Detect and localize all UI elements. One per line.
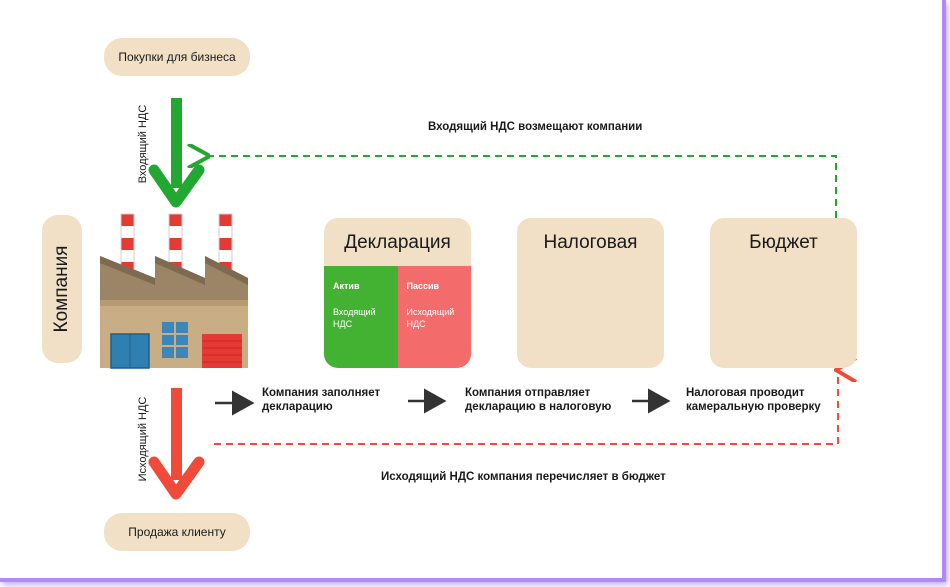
incoming-vat-label: Входящий НДС — [137, 104, 149, 184]
payment-note: Исходящий НДС компания перечисляет в бюд… — [381, 471, 666, 483]
declaration-card: Декларация Актив Входящий НДС Пассив Исх… — [324, 218, 471, 368]
step-1-text: Компания заполняет декларацию — [262, 387, 381, 413]
step-2-text: Компания отправляет декларацию в налогов… — [465, 387, 612, 413]
liability-body: Исходящий НДС — [406, 307, 455, 329]
liability-heading: Пассив — [406, 281, 440, 291]
factory-icon — [100, 213, 248, 369]
purchases-pill: Покупки для бизнеса — [104, 38, 250, 76]
step-3-text: Налоговая проводит камеральную проверку — [686, 387, 821, 413]
asset-heading: Актив — [333, 281, 360, 291]
refund-note: Входящий НДС возмещают компании — [428, 121, 643, 133]
payment-dashed-arrow — [214, 370, 838, 445]
refund-dashed-arrow — [206, 156, 837, 218]
company-pill: Компания — [42, 215, 82, 363]
declaration-title: Декларация — [344, 232, 451, 253]
outgoing-vat-arrow — [148, 388, 205, 500]
incoming-vat-arrow — [148, 98, 205, 208]
budget-title: Бюджет — [749, 232, 818, 253]
company-label: Компания — [51, 245, 72, 333]
tax-office-card: Налоговая — [517, 218, 664, 368]
sale-label: Продажа клиенту — [128, 525, 226, 539]
purchases-label: Покупки для бизнеса — [118, 50, 236, 64]
declaration-liability-column: Пассив Исходящий НДС — [397, 266, 471, 368]
asset-body: Входящий НДС — [333, 307, 376, 329]
budget-card: Бюджет — [710, 218, 857, 368]
sale-pill: Продажа клиенту — [104, 513, 250, 551]
outgoing-vat-label: Исходящий НДС — [137, 396, 149, 482]
declaration-asset-column: Актив Входящий НДС — [324, 266, 398, 368]
tax-office-title: Налоговая — [543, 232, 638, 253]
